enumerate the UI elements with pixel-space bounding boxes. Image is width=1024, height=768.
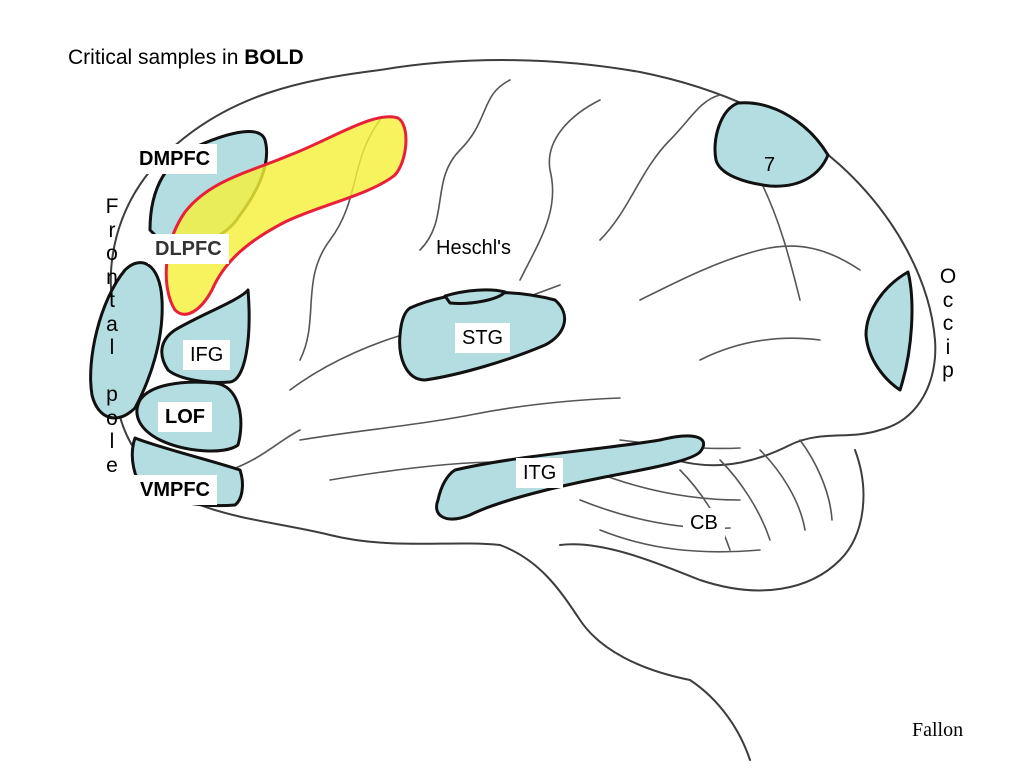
region-heschls bbox=[443, 288, 507, 305]
label-lof: LOF bbox=[158, 402, 212, 432]
credit-fallon: Fallon bbox=[912, 719, 964, 741]
region-itg bbox=[435, 434, 706, 521]
label-heschls: Heschl's bbox=[436, 237, 511, 259]
title-prefix: Critical samples in bbox=[68, 46, 245, 69]
region-area7 bbox=[713, 101, 830, 188]
label-ifg: IFG bbox=[183, 340, 231, 370]
label-dlpfc: DLPFC bbox=[148, 234, 229, 264]
label-dmpfc: DMPFC bbox=[132, 144, 218, 174]
figure-title: Critical samples in BOLD bbox=[68, 46, 304, 70]
label-cb: CB bbox=[683, 508, 725, 538]
label-vmpfc: VMPFC bbox=[133, 475, 217, 505]
sulci-sketch bbox=[229, 79, 861, 553]
dlpfc-highlight bbox=[164, 115, 408, 316]
label-itg: ITG bbox=[516, 458, 564, 488]
label-area7: 7 bbox=[764, 154, 776, 176]
region-occip bbox=[864, 270, 914, 392]
label-stg: STG bbox=[455, 323, 511, 353]
region-frontal-pole bbox=[89, 261, 164, 420]
title-emphasis: BOLD bbox=[244, 46, 304, 69]
